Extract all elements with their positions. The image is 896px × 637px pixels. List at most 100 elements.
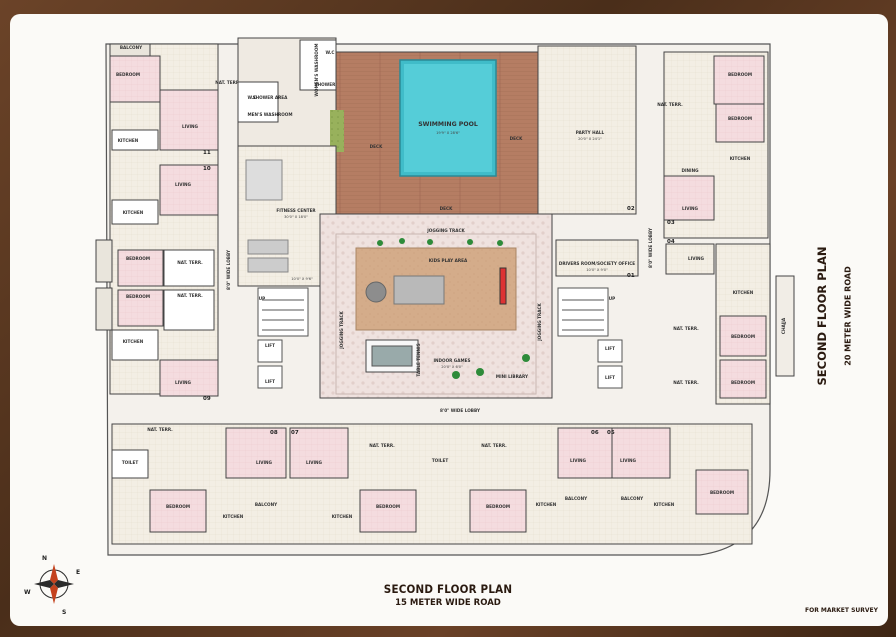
label-shower-1: SHOWER AREA — [253, 95, 289, 100]
flat-number-02: 02 — [627, 206, 635, 212]
label-bedroom-03b: BEDROOM — [728, 116, 752, 121]
compass-e: E — [76, 569, 80, 576]
label-bedroom-05: BEDROOM — [710, 490, 734, 495]
label-bedroom-10: BEDROOM — [126, 256, 150, 261]
label-terr-06: NAT. TERR. — [481, 443, 507, 448]
label-bedroom-11: BEDROOM — [116, 72, 140, 77]
label-womens: WOMEN'S WASHROOM — [314, 43, 319, 96]
central-block: W.C SHOWER AREA MEN'S WASHROOM W.C SHOWE… — [226, 37, 653, 413]
label-bedroom-04a: BEDROOM — [731, 334, 755, 339]
label-kitchen-06: KITCHEN — [536, 502, 557, 507]
label-terr-08: NAT. TERR. — [147, 427, 173, 432]
label-toilet-07: TOILET — [432, 458, 449, 463]
label-bedroom-03a: BEDROOM — [728, 72, 752, 77]
compass-s: S — [62, 609, 66, 616]
label-wc-1: W.C — [248, 95, 257, 100]
label-balcony-06: BALCONY — [565, 496, 588, 501]
label-terr-04a: NAT. TERR. — [673, 326, 699, 331]
label-lift-1: LIFT — [265, 343, 275, 348]
flat-number-05: 05 — [607, 430, 615, 436]
label-lift-4: LIFT — [605, 375, 615, 380]
flat-number-08: 08 — [270, 430, 278, 436]
flat-number-01: 01 — [627, 273, 635, 279]
label-party-dim: 20'0" X 24'1" — [578, 137, 602, 141]
flat-number-10: 10 — [203, 166, 211, 172]
label-living-03: LIVING — [682, 206, 699, 211]
label-pool: SWIMMING POOL — [418, 121, 478, 128]
label-terr-04b: NAT. TERR. — [673, 380, 699, 385]
label-bedroom-07: BEDROOM — [376, 504, 400, 509]
label-terr-11: NAT. TERR. — [215, 80, 241, 85]
label-deck-bottom: DECK — [440, 206, 453, 211]
label-living-05: LIVING — [620, 458, 637, 463]
label-terr-07: NAT. TERR. — [369, 443, 395, 448]
label-fitness: FITNESS CENTER — [276, 208, 316, 213]
bottom-wing: BEDROOM LIVING LIVING BEDROOM BEDROOM LI… — [111, 423, 753, 545]
label-living-06: LIVING — [570, 458, 587, 463]
label-kids: KIDS PLAY AREA — [429, 258, 468, 263]
label-jogging-left: JOGGING TRACK — [339, 310, 344, 349]
flat-number-04: 04 — [667, 239, 675, 245]
label-kitchen-09: KITCHEN — [123, 339, 144, 344]
plan-title: SECOND FLOOR PLAN — [383, 582, 513, 596]
label-living-11: LIVING — [182, 124, 199, 129]
label-up-1: UP — [259, 296, 265, 301]
label-deck-right: DECK — [510, 136, 523, 141]
flat-number-09: 09 — [203, 396, 211, 402]
label-up-2: UP — [609, 296, 615, 301]
label-living-09: LIVING — [175, 380, 192, 385]
label-terr-09: NAT. TERR. — [177, 293, 203, 298]
label-deck-left: DECK — [370, 144, 383, 149]
flat-number-11: 11 — [203, 150, 211, 156]
label-lobby-bottom: 8'0" WIDE LOBBY — [440, 408, 481, 413]
label-lift-3: LIFT — [605, 346, 615, 351]
label-lobby-right: 8'0" WIDE LOBBY — [648, 227, 653, 268]
label-living-08: LIVING — [256, 460, 273, 465]
side-title: SECOND FLOOR PLAN — [815, 246, 829, 386]
label-balcony-11: BALCONY — [120, 45, 143, 50]
label-kitchen-11: KITCHEN — [118, 138, 139, 143]
label-jogging-right: JOGGING TRACK — [537, 302, 542, 341]
label-lobby-left: 8'0" WIDE LOBBY — [226, 249, 231, 290]
label-bedroom-06: BEDROOM — [486, 504, 510, 509]
plan-subtitle: 15 METER WIDE ROAD — [395, 598, 501, 608]
compass-n: N — [42, 555, 47, 562]
label-living-04: LIVING — [688, 256, 705, 261]
label-terr-10: NAT. TERR. — [177, 260, 203, 265]
label-toilet-08: TOILET — [122, 460, 139, 465]
label-pool-dim: 19'9" X 28'6" — [436, 131, 460, 135]
label-hall-dim: 10'0" X 9'6" — [291, 277, 313, 281]
label-terr-03: NAT. TERR. — [657, 102, 683, 107]
label-drivers-dim: 10'0" X 9'0" — [586, 268, 608, 272]
label-bedroom-08: BEDROOM — [166, 504, 190, 509]
label-wc-2: W.C — [326, 50, 335, 55]
label-chajja: CHAJJA — [781, 317, 786, 334]
label-balcony-08: BALCONY — [255, 502, 278, 507]
compass-icon: N E S W — [24, 555, 80, 616]
label-dining-03: DINING — [681, 168, 699, 173]
label-bedroom-04b: BEDROOM — [731, 380, 755, 385]
label-living-10: LIVING — [175, 182, 192, 187]
stair-right — [557, 287, 609, 337]
left-wing: BEDROOM LIVING KITCHEN LIVING KITCHEN BE… — [95, 43, 241, 402]
label-drivers: DRIVERS ROOM/SOCIETY OFFICE — [559, 261, 635, 266]
label-living-07: LIVING — [306, 460, 323, 465]
label-library: MINI LIBRARY — [496, 374, 529, 379]
right-wing: BEDROOM BEDROOM KITCHEN DINING LIVING LI… — [657, 51, 795, 405]
stair-left — [257, 287, 309, 337]
flat-number-03: 03 — [667, 220, 675, 226]
label-party-hall: PARTY HALL — [576, 130, 605, 135]
label-kitchen-05: KITCHEN — [654, 502, 675, 507]
market-survey-note: FOR MARKET SURVEY — [805, 607, 878, 614]
label-kitchen-07: KITCHEN — [332, 514, 353, 519]
flat-number-07: 07 — [291, 430, 299, 436]
label-indoor: INDOOR GAMES — [433, 358, 470, 363]
label-jogging-top: JOGGING TRACK — [426, 228, 465, 233]
label-tt: TABLE TENNIS — [416, 343, 421, 376]
label-shower-2: SHOWER AREA — [315, 82, 351, 87]
label-indoor-dim: 20'0" X 6'0" — [441, 365, 463, 369]
label-fitness-dim: 30'0" X 18'0" — [284, 215, 308, 219]
label-kitchen-08: KITCHEN — [223, 514, 244, 519]
label-kitchen-04: KITCHEN — [733, 290, 754, 295]
